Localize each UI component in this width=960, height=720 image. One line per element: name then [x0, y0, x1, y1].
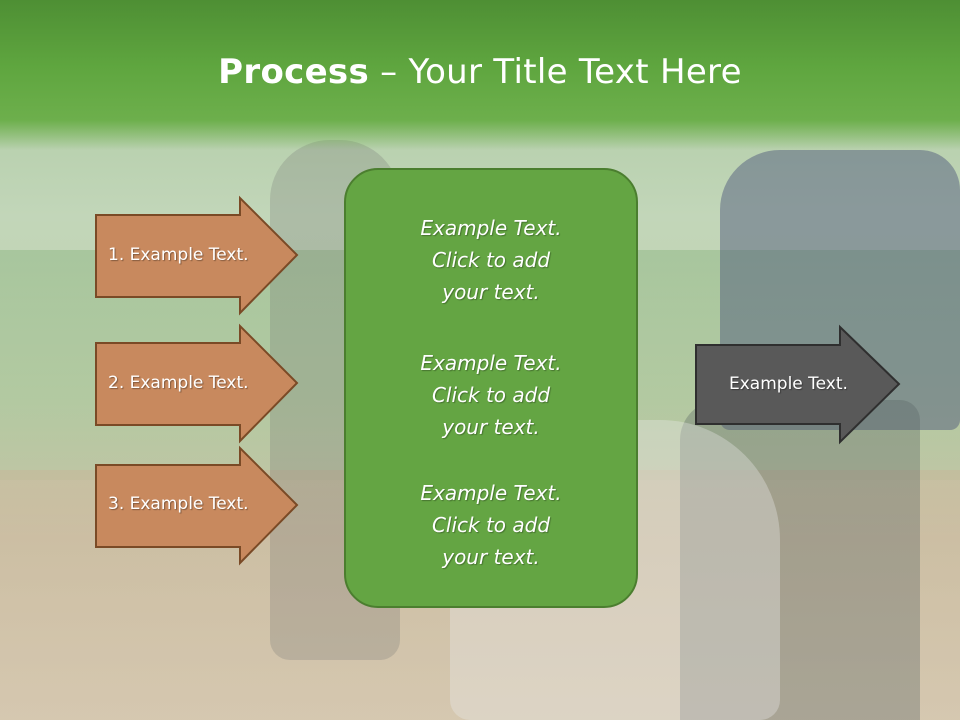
center-content-box[interactable] — [344, 168, 638, 608]
left-arrow-3[interactable] — [95, 445, 299, 566]
center-item-2-line2: Click to add — [431, 383, 551, 407]
center-item-3-line3: your text. — [442, 545, 540, 569]
center-item-2-line3: your text. — [442, 415, 540, 439]
right-arrow[interactable] — [695, 324, 901, 445]
center-item-1-line2: Click to add — [431, 248, 551, 272]
title-rest: – Your Title Text Here — [369, 52, 742, 92]
left-arrow-3-label: 3. Example Text. — [108, 494, 249, 514]
center-item-1-line1: Example Text. — [420, 216, 562, 240]
center-item-3-line2: Click to add — [431, 513, 551, 537]
title-bold: Process — [218, 52, 370, 92]
center-item-2[interactable]: Example Text. Click to add your text. — [344, 347, 638, 443]
right-arrow-label: Example Text. — [729, 374, 848, 394]
title-bar — [0, 0, 960, 150]
slide-title[interactable]: Process – Your Title Text Here — [0, 52, 960, 92]
left-arrow-1-label: 1. Example Text. — [108, 245, 249, 265]
center-item-3[interactable]: Example Text. Click to add your text. — [344, 477, 638, 573]
center-item-3-line1: Example Text. — [420, 481, 562, 505]
center-item-2-line1: Example Text. — [420, 351, 562, 375]
left-arrow-2[interactable] — [95, 323, 299, 444]
center-item-1[interactable]: Example Text. Click to add your text. — [344, 212, 638, 308]
center-item-1-line3: your text. — [442, 280, 540, 304]
left-arrow-2-label: 2. Example Text. — [108, 373, 249, 393]
left-arrow-1[interactable] — [95, 195, 299, 316]
background-umpire-legs — [680, 400, 920, 720]
